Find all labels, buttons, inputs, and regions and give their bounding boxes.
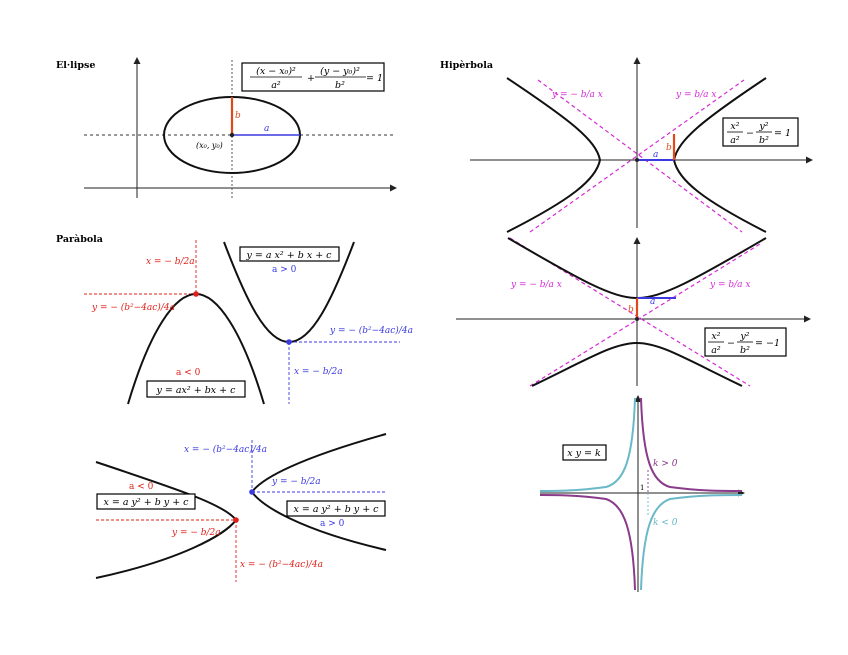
- parabola-h-right-eq: x = a y² + b y + c: [293, 504, 379, 515]
- parabola-right-vertex: [286, 339, 292, 345]
- hyperbola1-label-a: a: [653, 150, 658, 160]
- ellipse-eq-den1: a²: [271, 80, 281, 91]
- parabola-horizontal-panel: a < 0 x = a y² + b y + c y = − b/2a x = …: [95, 433, 387, 582]
- parabola-h-top-x-label: x = − (b²−4ac)/4a: [184, 444, 267, 455]
- hyperbola1-label-b: b: [666, 143, 672, 153]
- reciprocal-eq: x y = k: [567, 448, 601, 459]
- hyperbola2-label-b: b: [628, 305, 634, 315]
- ellipse-panel: El·lipse a b (x₀, y₀) (x − x₀)² a² + (y …: [56, 57, 397, 200]
- reciprocal-panel: 1 k > 0 k < 0 x y = k: [539, 395, 745, 592]
- ellipse-eq-num1: (x − x₀)²: [256, 66, 296, 77]
- hyperbola1-panel: Hipèrbola a b y = − b/a x y = b/a x x² a…: [440, 57, 813, 233]
- parabola-right-eq-box: [239, 246, 340, 262]
- ellipse-eq-plus: +: [307, 73, 315, 84]
- hyperbola2-panel: a b y = − b/a x y = b/a x x² a² − y² b² …: [456, 237, 811, 387]
- hyperbola2-label-a: a: [650, 297, 655, 307]
- parabola-right-cond: a > 0: [272, 265, 297, 275]
- hyperbola2-eq-den1: a²: [711, 345, 721, 356]
- parabola-h-right-cond: a > 0: [320, 519, 345, 529]
- hyperbola2-eq-minus: −: [727, 338, 735, 349]
- parabola-header: Paràbola: [56, 234, 103, 245]
- hyperbola1-eq-minus: −: [746, 128, 754, 139]
- parabola-left-x-label: x = − b/2a: [146, 257, 195, 267]
- hyperbola2-eq-num2: y²: [739, 331, 749, 342]
- parabola-h-right-y-label: y = − b/2a: [271, 477, 321, 487]
- hyperbola1-equation-box: x² a² − y² b² = 1: [722, 117, 799, 147]
- parabola-right-x-label: x = − b/2a: [294, 367, 343, 377]
- hyperbola1-asymptote-neg: [537, 79, 743, 233]
- hyperbola1-asym-right-label: y = b/a x: [675, 90, 716, 100]
- parabola-right-y-label: y = − (b²−4ac)/4a: [329, 325, 413, 336]
- parabola-h-left-cond: a < 0: [129, 482, 154, 492]
- hyperbola1-asym-left-label: y = − b/a x: [551, 90, 603, 100]
- parabola-h-left-eq: x = a y² + b y + c: [103, 497, 189, 508]
- ellipse-label-a: a: [264, 124, 269, 134]
- hyperbola1-eq-num2: y²: [758, 121, 768, 132]
- parabola-left-eq: y = ax² + bx + c: [156, 385, 237, 396]
- reciprocal-tick-one: 1: [640, 484, 644, 492]
- hyperbola1-eq-den1: a²: [730, 135, 740, 146]
- reciprocal-kpos-branch-q1: [640, 397, 743, 492]
- hyperbola2-eq-den2: b²: [740, 345, 750, 356]
- parabola-left-cond: a < 0: [176, 368, 201, 378]
- hyperbola1-asymptote-pos: [529, 79, 745, 233]
- parabola-h-left-vertex: [233, 517, 239, 523]
- reciprocal-kneg-branch-q4: [640, 494, 743, 591]
- parabola-left-vertex: [193, 291, 199, 297]
- parabola-left-y-label: y = − (b²−4ac)/4a: [91, 302, 175, 313]
- parabola-left-eq-box: [146, 380, 246, 398]
- reciprocal-kneg-branch-q2: [539, 397, 636, 492]
- parabola-h-left-y-label: y = − b/2a: [171, 528, 221, 538]
- parabola-h-bottom-x-label: x = − (b²−4ac)/4a: [240, 559, 323, 570]
- hyperbola1-right-branch: [672, 77, 767, 233]
- ellipse-label-center: (x₀, y₀): [196, 141, 223, 150]
- hyperbola1-left-branch: [506, 77, 602, 233]
- ellipse-eq-den2: b²: [335, 80, 345, 91]
- hyperbola2-asymptote-neg: [509, 237, 751, 387]
- hyperbola2-eq-rhs: = −1: [755, 338, 780, 349]
- parabola-h-right-eq-box: [286, 500, 386, 517]
- parabola-vertical-panel: Paràbola x = − b/2a y = − (b²−4ac)/4a a …: [56, 234, 413, 405]
- hyperbola2-equation-box: x² a² − y² b² = −1: [704, 327, 787, 357]
- reciprocal-kpos-branch-q3: [539, 494, 636, 591]
- hyperbola2-lower-branch: [531, 341, 743, 387]
- reciprocal-kpos-label: k > 0: [653, 459, 678, 469]
- hyperbola2-asymptote-pos: [529, 243, 761, 387]
- ellipse-label-b: b: [235, 111, 241, 121]
- hyperbola1-origin: [635, 158, 639, 162]
- parabola-h-left-eq-box: [96, 493, 196, 510]
- hyperbola1-eq-den2: b²: [759, 135, 769, 146]
- reciprocal-kneg-label: k < 0: [653, 518, 678, 528]
- hyperbola2-eq-num1: x²: [711, 331, 720, 342]
- parabola-right-eq: y = a x² + b x + c: [246, 250, 333, 261]
- reciprocal-eq-box: [562, 444, 607, 461]
- ellipse-equation-box: (x − x₀)² a² + (y − y₀)² b² = 1: [241, 62, 385, 92]
- ellipse-header: El·lipse: [56, 60, 95, 71]
- hyperbola-header: Hipèrbola: [440, 60, 493, 71]
- ellipse-eq-rhs: = 1: [366, 73, 383, 84]
- hyperbola2-origin: [635, 317, 639, 321]
- hyperbola1-eq-rhs: = 1: [774, 128, 791, 139]
- parabola-h-right-vertex: [249, 489, 255, 495]
- ellipse-center-dot: [229, 132, 235, 138]
- ellipse-eq-num2: (y − y₀)²: [320, 66, 360, 77]
- hyperbola2-asym-right-label: y = b/a x: [709, 280, 750, 290]
- hyperbola2-asym-left-label: y = − b/a x: [510, 280, 562, 290]
- hyperbola1-eq-num1: x²: [730, 121, 739, 132]
